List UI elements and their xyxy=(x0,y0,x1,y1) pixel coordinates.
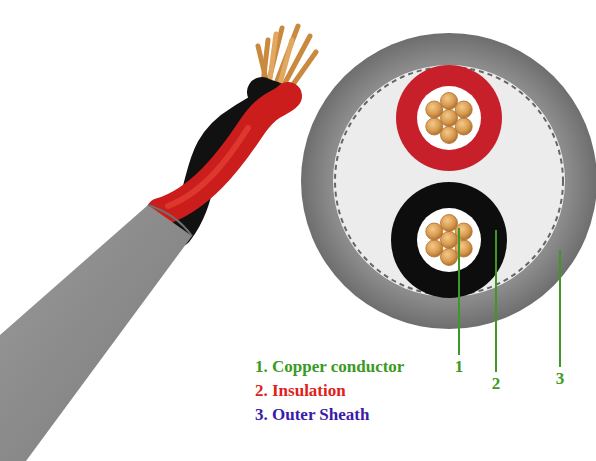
copper-strand xyxy=(455,118,472,135)
leader-lines xyxy=(459,228,560,372)
copper-strand xyxy=(426,240,443,257)
callout-number: 1 xyxy=(455,358,464,377)
wire-highlight xyxy=(168,128,248,206)
copper-strand xyxy=(455,240,472,257)
screen-dashed xyxy=(335,67,563,295)
copper-conductor xyxy=(426,93,472,266)
copper-strand xyxy=(426,101,443,118)
conductor-bed xyxy=(417,86,481,150)
copper-strand xyxy=(441,232,458,249)
conductor-bed xyxy=(417,208,481,272)
copper-strand xyxy=(455,223,472,240)
copper-strand xyxy=(441,110,458,127)
filler xyxy=(333,65,565,297)
legend-text: 3. Outer Sheath xyxy=(255,406,369,425)
legend-text: 1. Copper conductor xyxy=(255,358,404,377)
copper-strand xyxy=(441,127,458,144)
sheath-cut-edge xyxy=(148,205,192,236)
black-insulation xyxy=(391,182,507,298)
copper-strand xyxy=(426,118,443,135)
copper-strand xyxy=(441,249,458,266)
outer-sheath-section xyxy=(301,33,596,329)
legend-text: 2. Insulation xyxy=(255,382,346,401)
copper-strand xyxy=(441,215,458,232)
callout-number: 2 xyxy=(492,375,501,394)
copper-strand xyxy=(426,223,443,240)
red-insulation xyxy=(396,65,502,171)
red-wire xyxy=(160,96,288,212)
copper-strand xyxy=(455,101,472,118)
copper-strand xyxy=(441,93,458,110)
outer-sheath-side xyxy=(0,205,192,461)
callout-number: 3 xyxy=(556,370,565,389)
